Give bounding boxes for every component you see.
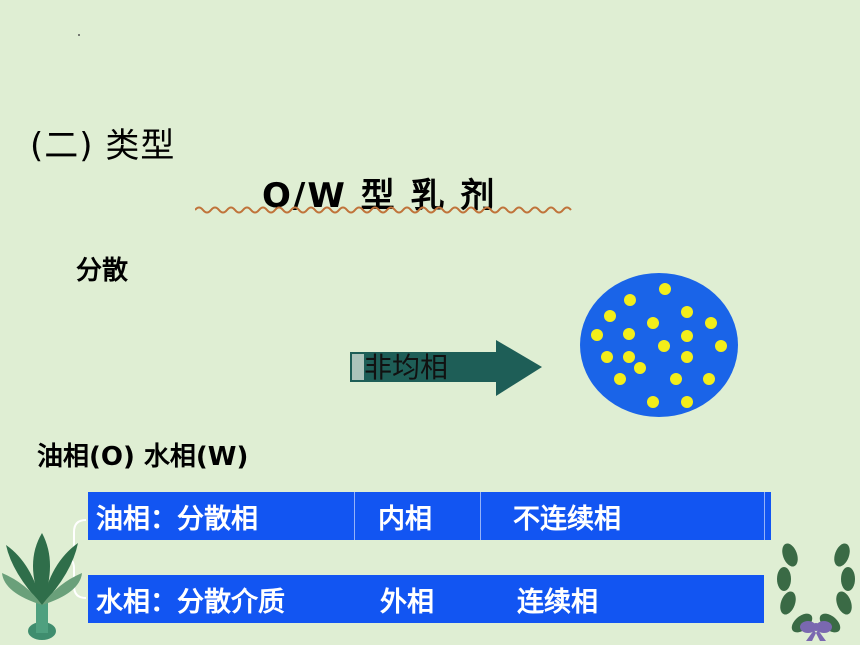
wavy-underline [195, 206, 572, 214]
water-phase-position: 外相 [380, 586, 434, 618]
phases-label: 油相(O) 水相(W) [37, 442, 249, 472]
arrow-label: 非均相 [364, 351, 449, 384]
oil-phase-position: 内相 [378, 503, 432, 535]
emulsion-droplets-diagram [580, 273, 738, 417]
water-phase-name: 水相：分散介质 [96, 586, 285, 618]
row-divider [354, 492, 355, 540]
water-phase-continuity: 连续相 [517, 586, 598, 618]
wreath-decoration-icon [777, 543, 855, 641]
row-divider [480, 492, 481, 540]
oil-phase-name: 油相：分散相 [96, 503, 258, 535]
oil-phase-continuity: 不连续相 [513, 503, 621, 535]
water-phase-row: 水相：分散介质 外相 连续相 [88, 575, 764, 623]
leaf-decoration-icon [2, 533, 82, 640]
section-heading: (二) 类型 [30, 126, 176, 166]
decorative-dot [78, 34, 80, 36]
arrow-right-icon [350, 340, 542, 396]
disperse-label: 分散 [76, 256, 129, 286]
oil-phase-row: 油相：分散相 内相 不连续相 [88, 492, 771, 540]
row-divider [764, 492, 765, 540]
